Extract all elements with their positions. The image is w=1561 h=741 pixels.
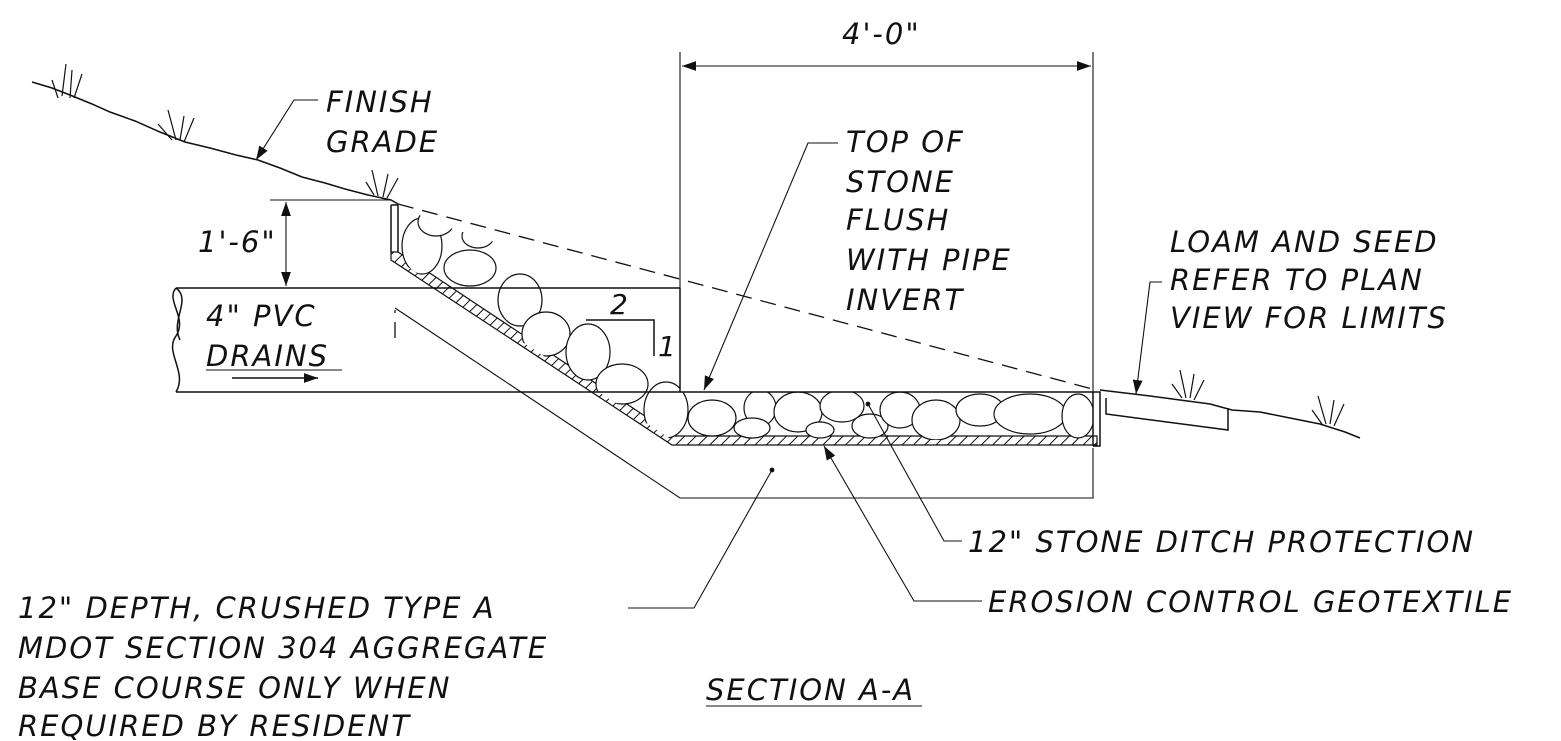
loam-seed-label-line3: VIEW FOR LIMITS <box>1170 301 1448 335</box>
loam-seed-label-line2: REFER TO PLAN <box>1170 263 1424 297</box>
stone-protection-outline <box>390 204 399 252</box>
finish-grade-line-left <box>31 81 399 205</box>
geotextile-strip <box>390 251 1098 446</box>
slope-indicator <box>586 319 655 356</box>
leader-loam-seed <box>1132 281 1162 395</box>
leader-dot-aggregate <box>769 467 775 473</box>
leader-top-of-stone <box>703 142 838 391</box>
loam-seed-layer <box>1105 398 1229 431</box>
leader-geotextile <box>823 445 982 602</box>
original-ground-dashed-line <box>397 203 1097 391</box>
top-of-stone-label-line5: INVERT <box>846 283 965 317</box>
grass-tuft <box>1311 395 1345 427</box>
finish-grade-label-line1: FINISH <box>326 85 434 119</box>
leader-stone-protection <box>867 403 962 542</box>
leader-finish-grade <box>255 99 318 161</box>
width-dimension-label: 4'-0" <box>842 17 921 51</box>
slope-run-label: 2 <box>610 288 630 321</box>
slope-rise-label: 1 <box>658 330 678 363</box>
leader-dot-stone <box>865 401 871 407</box>
geotextile-label: EROSION CONTROL GEOTEXTILE <box>988 585 1513 619</box>
leader-aggregate <box>628 469 773 609</box>
top-of-stone-label-line2: STONE <box>846 165 955 199</box>
top-of-stone-label-line1: TOP OF <box>846 125 965 159</box>
aggregate-base-label-line4: REQUIRED BY RESIDENT <box>18 709 411 741</box>
section-title: SECTION A-A <box>706 673 915 707</box>
grass-tuft <box>51 63 83 99</box>
pvc-drains-label-line1: 4" PVC <box>206 299 317 333</box>
aggregate-base-label-line3: BASE COURSE ONLY WHEN <box>18 671 451 705</box>
aggregate-base-label-line2: MDOT SECTION 304 AGGREGATE <box>18 631 548 665</box>
loam-seed-label-line1: LOAM AND SEED <box>1170 225 1439 259</box>
finish-grade-line-right <box>1099 389 1361 439</box>
grass-tuft <box>365 169 399 199</box>
stone-protection-label: 12" STONE DITCH PROTECTION <box>968 525 1475 559</box>
aggregate-base-outline <box>394 307 1094 499</box>
grass-tuft <box>157 109 195 143</box>
stone-bed-right-edge <box>1093 391 1101 447</box>
pvc-drains-label-line2: DRAINS <box>206 339 329 373</box>
top-of-stone-label-line4: WITH PIPE <box>846 243 1012 277</box>
pvc-pipe <box>171 287 681 393</box>
aggregate-base-label-line1: 12" DEPTH, CRUSHED TYPE A <box>18 591 496 625</box>
depth-dimension-label: 1'-6" <box>198 225 277 259</box>
finish-grade-label-line2: GRADE <box>326 125 439 159</box>
grass-tuft <box>1171 369 1205 401</box>
top-of-stone-label-line3: FLUSH <box>846 203 950 237</box>
